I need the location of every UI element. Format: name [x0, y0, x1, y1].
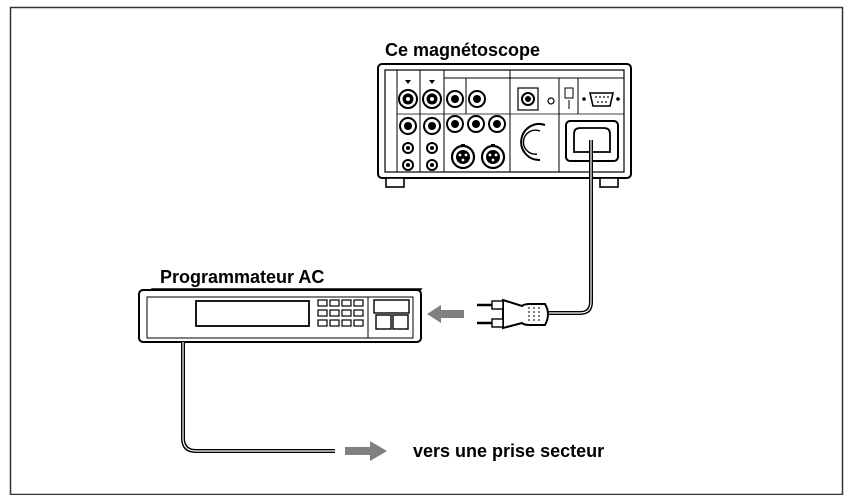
ac-timer-device	[138, 288, 423, 343]
vcr-rear-panel	[377, 63, 632, 188]
fan-icon	[520, 123, 546, 162]
arrow-left-icon	[427, 305, 464, 323]
timer-label: Programmateur AC	[160, 267, 324, 287]
vcr-label: Ce magnétoscope	[385, 40, 540, 60]
timer-power-cord	[181, 342, 335, 453]
d-sub-connector-icon	[582, 92, 620, 107]
arrow-right-icon	[345, 441, 387, 461]
s-video-connector	[398, 89, 442, 109]
audio-jacks	[402, 142, 438, 171]
plug-icon	[477, 298, 549, 330]
bnc-connector-icon	[446, 90, 486, 108]
outlet-label: vers une prise secteur	[413, 441, 604, 461]
timer-buttons	[317, 299, 364, 327]
bnc-connector-row	[399, 115, 506, 135]
xlr-connector-icon	[450, 144, 506, 170]
